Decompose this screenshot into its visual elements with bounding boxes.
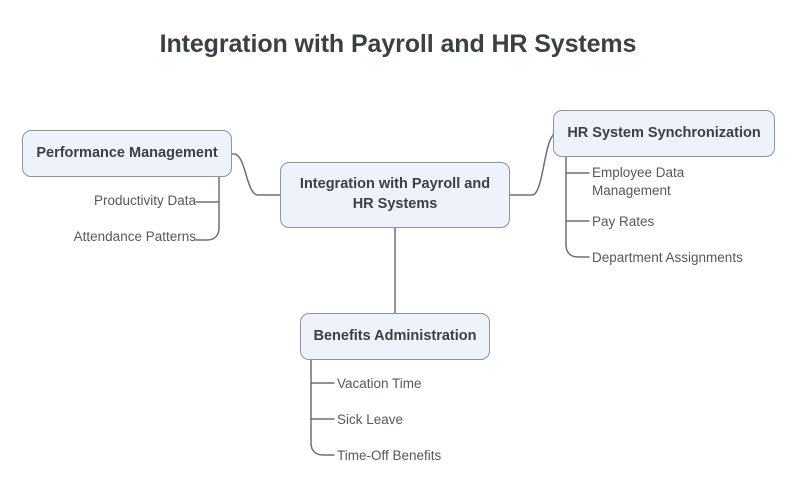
edge-benefits-spine [310, 359, 335, 456]
node-performance-management[interactable]: Performance Management [22, 130, 232, 177]
leaf-department-assignments[interactable]: Department Assignments [592, 250, 743, 265]
leaf-employee-data-management[interactable]: Employee Data Management [592, 165, 685, 198]
leaf-vacation-time[interactable]: Vacation Time [337, 376, 422, 391]
edge-performance-spine [195, 176, 220, 241]
leaf-pay-rates[interactable]: Pay Rates [592, 214, 655, 229]
node-hr-system-synchronization[interactable]: HR System Synchronization [553, 110, 775, 157]
leaf-productivity-data[interactable]: Productivity Data [93, 193, 196, 208]
node-integration-with-payroll-and-hr-systems[interactable]: Integration with Payroll and HR Systems [280, 162, 510, 228]
edge-center-to-hr-sync [509, 133, 557, 196]
edge-hr-sync-spine [565, 156, 590, 258]
node-benefits-administration[interactable]: Benefits Administration [300, 313, 490, 360]
leaf-time-off-benefits[interactable]: Time-Off Benefits [337, 448, 442, 463]
page-title: Integration with Payroll and HR Systems [159, 30, 637, 58]
leaf-sick-leave[interactable]: Sick Leave [337, 412, 404, 427]
edge-center-to-performance [231, 153, 281, 196]
leaf-attendance-patterns[interactable]: Attendance Patterns [73, 229, 196, 244]
